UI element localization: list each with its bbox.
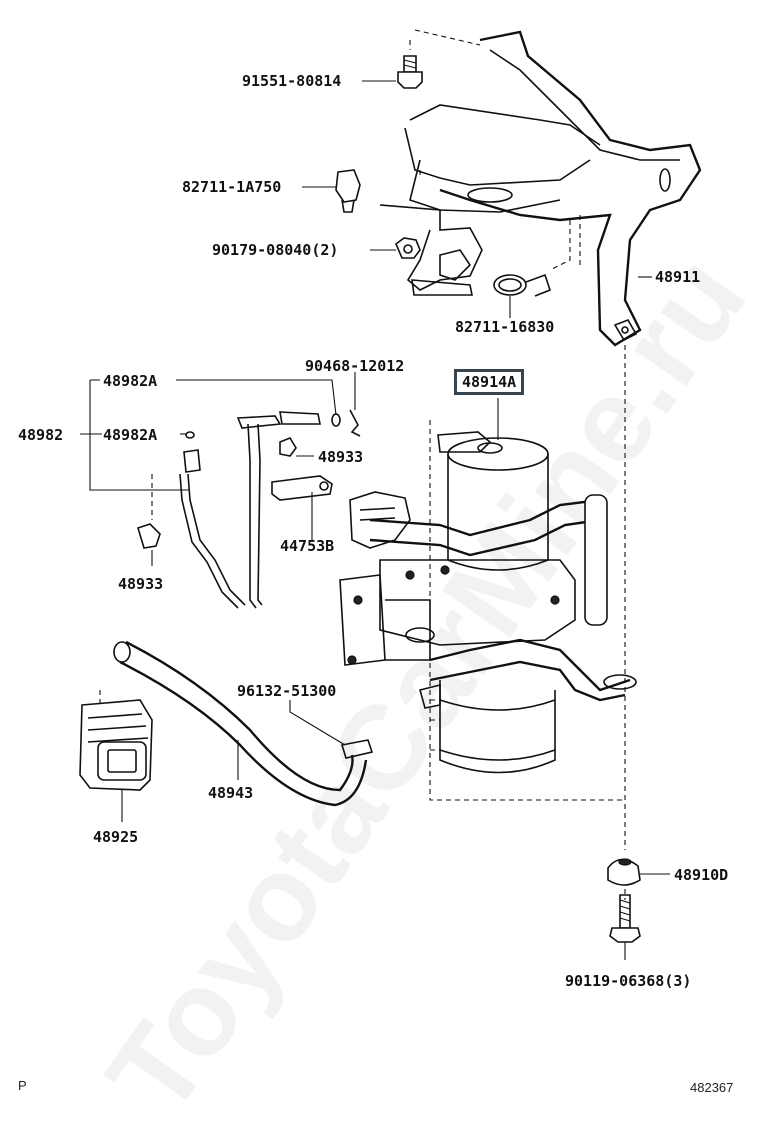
part-label-48914A[interactable]: 48914A [454,369,525,395]
part-label-48910D[interactable]: 48910D [674,866,729,884]
part-label-48982A-top[interactable]: 48982A [103,372,158,390]
clip-48933-left[interactable] [137,523,161,549]
part-label-90468-12012[interactable]: 90468-12012 [305,357,405,375]
bolt-91551-80814[interactable] [397,55,423,89]
bolt-90119-06368[interactable] [609,894,641,943]
part-label-48933-left[interactable]: 48933 [118,575,164,593]
cushion-48910D[interactable] [607,858,641,886]
part-label-82711-1A750[interactable]: 82711-1A750 [182,178,282,196]
part-label-48982A-mid[interactable]: 48982A [103,426,158,444]
air-pipe-48982[interactable] [179,411,341,609]
part-label-44753B[interactable]: 44753B [280,537,335,555]
footer-diagram-number: 482367 [690,1080,734,1095]
hose-48943[interactable] [113,640,374,807]
part-label-82711-16830[interactable]: 82711-16830 [455,318,555,336]
parts-diagram [79,29,702,960]
part-label-48982[interactable]: 48982 [18,426,64,444]
clip-90468-12012[interactable] [349,409,361,437]
bracket-44753B[interactable] [271,475,333,501]
clip-82711-1A750[interactable] [335,169,361,213]
part-label-90179-08040[interactable]: 90179-08040(2) [212,241,339,259]
part-label-90119-06368[interactable]: 90119-06368(3) [565,972,692,990]
nut-90179-08040[interactable] [395,237,421,259]
part-label-48925[interactable]: 48925 [93,828,139,846]
part-label-96132-51300[interactable]: 96132-51300 [237,682,337,700]
part-label-48911[interactable]: 48911 [655,268,701,286]
footer-left-code: P [18,1078,27,1093]
part-label-48943[interactable]: 48943 [208,784,254,802]
clip-48933-right[interactable] [279,437,297,457]
boot-48925[interactable] [79,699,153,791]
bracket-48911[interactable] [404,30,702,347]
compressor-48914A[interactable] [339,431,637,774]
clamp-82711-16830[interactable] [493,273,551,297]
part-label-91551-80814[interactable]: 91551-80814 [242,72,342,90]
height-sensor-bracket [379,204,483,296]
part-label-48933-right[interactable]: 48933 [318,448,364,466]
